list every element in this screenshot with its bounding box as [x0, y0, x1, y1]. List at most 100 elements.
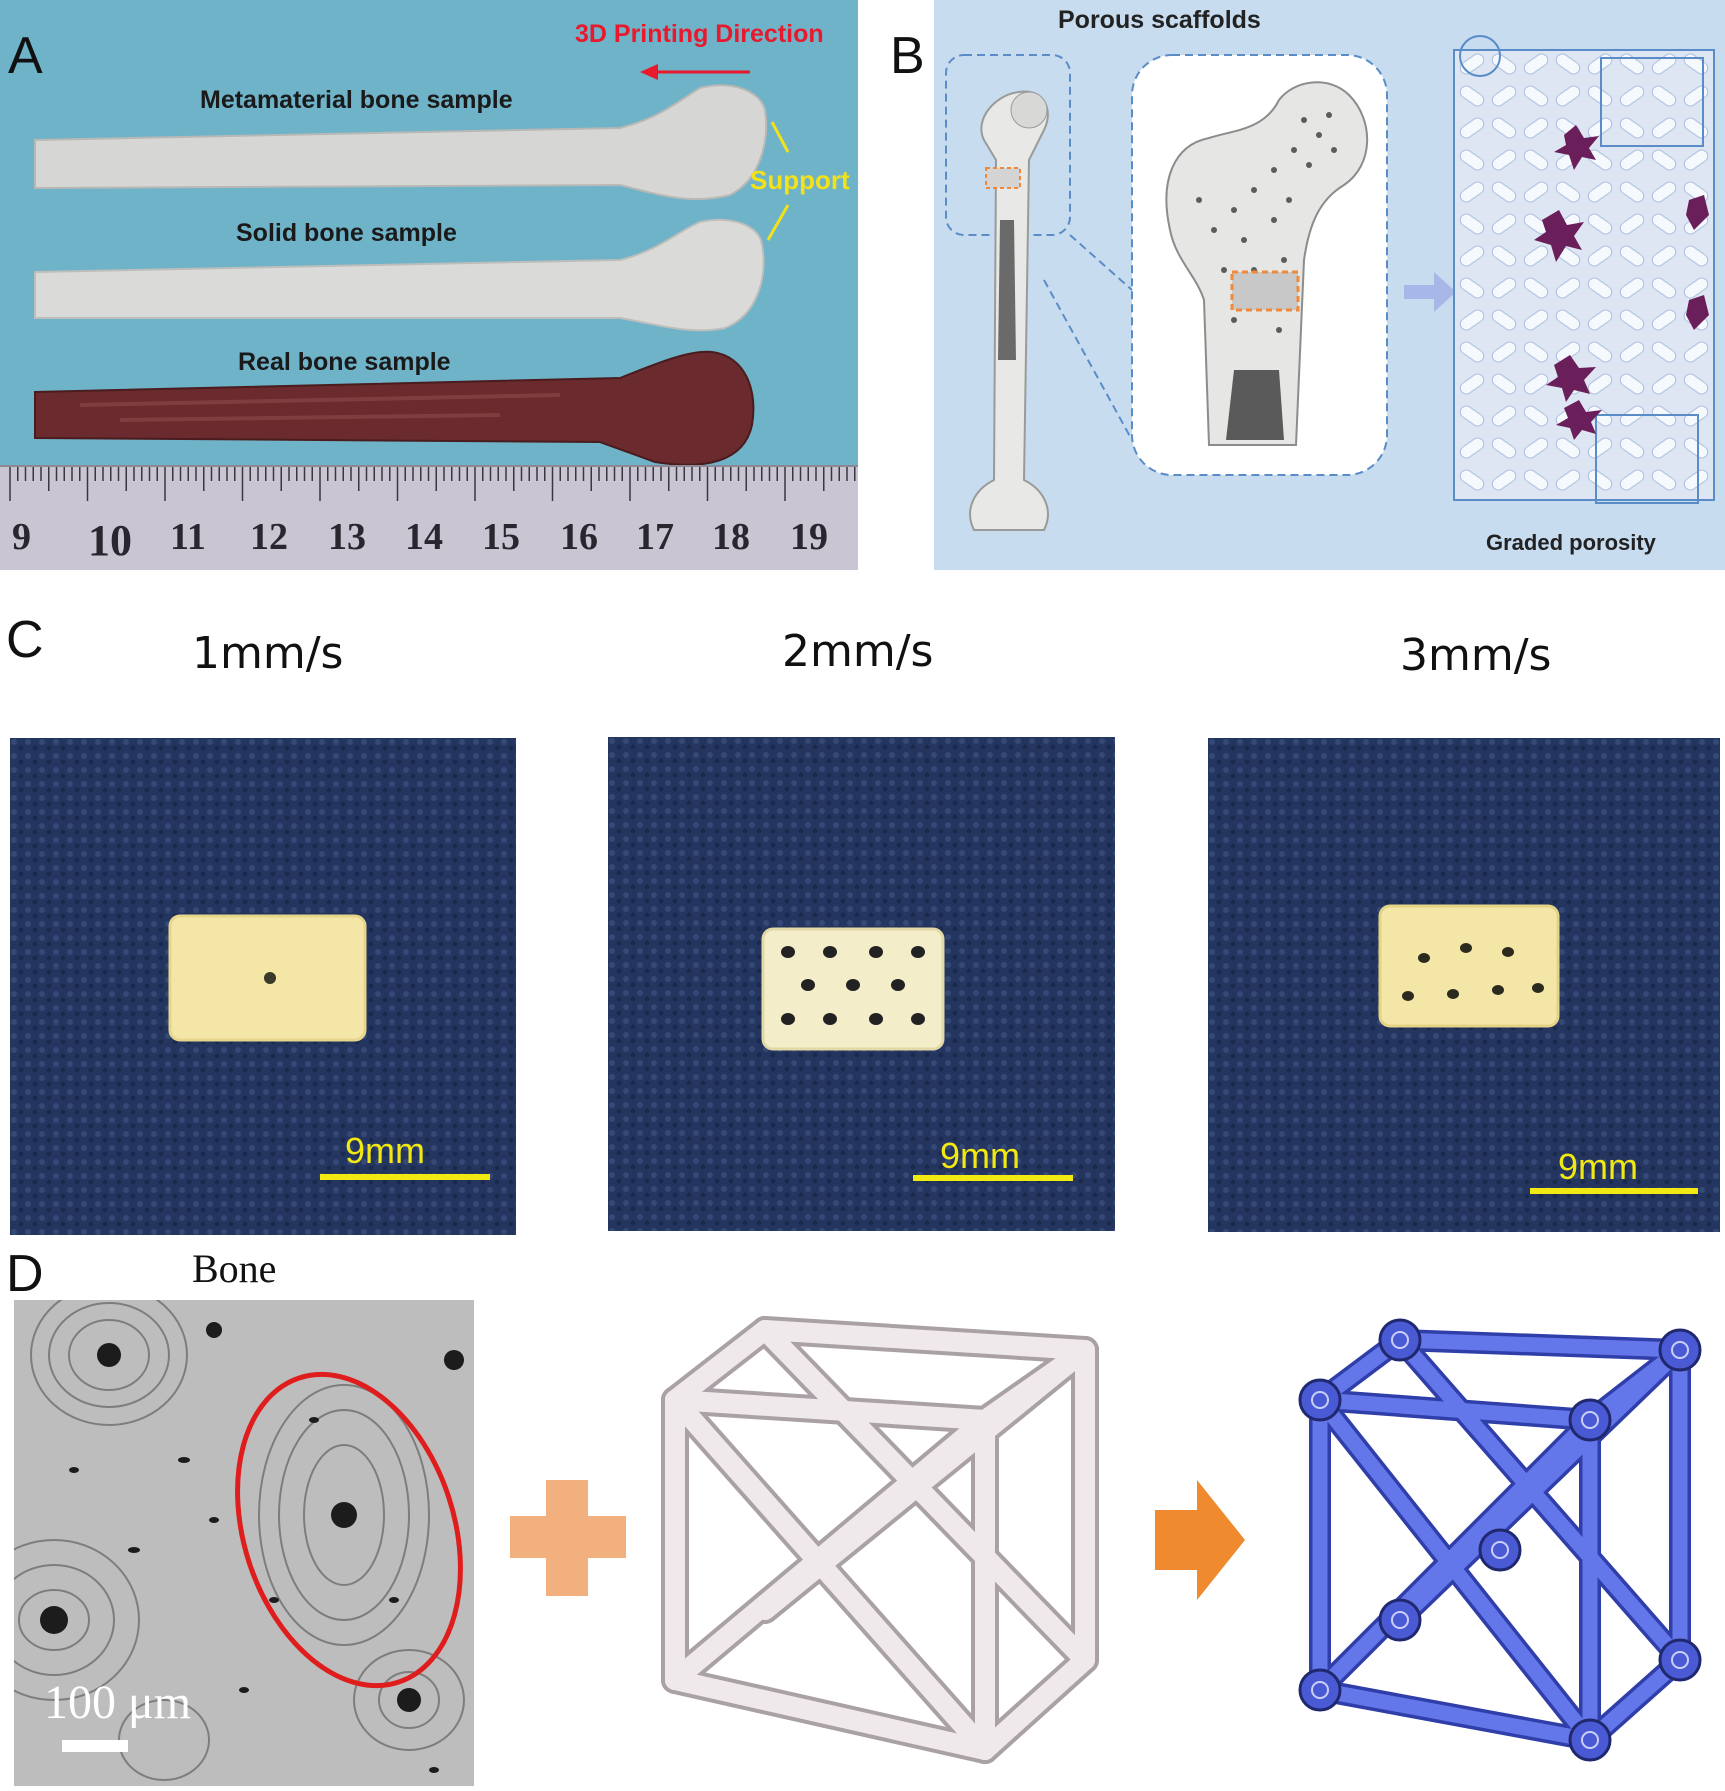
lattice-strut — [1555, 309, 1581, 331]
real-label: Real bone sample — [238, 348, 451, 376]
lattice-strut — [1555, 341, 1581, 363]
scaffold-pores — [781, 946, 925, 1025]
lattice-strut — [1619, 437, 1645, 459]
lattice-strut — [1523, 373, 1549, 395]
panel-b-letter: B — [890, 27, 925, 85]
panel-a-letter: A — [8, 27, 43, 85]
lattice-strut — [1651, 277, 1677, 299]
micro-scale-label: 100 μm — [44, 1676, 192, 1729]
lattice-strut — [1651, 309, 1677, 331]
lattice-strut — [1491, 213, 1517, 235]
lattice-strut — [1619, 213, 1645, 235]
lattice-strut — [1651, 213, 1677, 235]
scale-label: 9mm — [940, 1135, 1020, 1176]
lattice-strut — [1555, 85, 1581, 107]
metamaterial-bone — [34, 84, 768, 201]
speed-label-1: 1mm/s — [192, 628, 344, 679]
lattice-strut — [1619, 85, 1645, 107]
lattice-strut — [1587, 181, 1613, 203]
graded-porosity-lattice — [1453, 49, 1715, 501]
lattice-strut — [1683, 277, 1709, 299]
cell-icon — [1546, 355, 1596, 402]
lattice-strut — [1619, 117, 1645, 139]
lattice-strut — [1683, 469, 1709, 491]
lattice-strut — [1491, 437, 1517, 459]
solid-bone — [34, 218, 765, 332]
scale-label: 9mm — [345, 1130, 425, 1171]
scaffold-photo-3mm: 9mm — [1208, 738, 1720, 1232]
lattice-strut — [1459, 149, 1485, 171]
lattice-strut — [1683, 149, 1709, 171]
osteon-rings — [14, 1300, 474, 1786]
lattice-strut — [1683, 117, 1709, 139]
metamaterial-label: Metamaterial bone sample — [200, 86, 513, 114]
panel-d-letter: D — [6, 1245, 44, 1303]
lattice-strut — [1555, 277, 1581, 299]
leather-texture — [1208, 738, 1720, 1232]
support-arrow-bottom — [766, 204, 790, 241]
lattice-strut — [1683, 437, 1709, 459]
lattice-strut — [1523, 117, 1549, 139]
lattice-strut — [1619, 245, 1645, 267]
lattice-strut — [1651, 469, 1677, 491]
panel-a-photo: 3D Printing Direction Metamaterial bone … — [0, 0, 858, 570]
lattice-strut — [1491, 373, 1517, 395]
lattice-strut — [1619, 149, 1645, 171]
ruler-number: 18 — [712, 516, 750, 558]
ruler-ticks — [9, 467, 856, 501]
bone-micrograph: 100 μm — [14, 1300, 474, 1786]
lattice-strut — [1491, 245, 1517, 267]
bone-samples-illustration — [34, 64, 790, 466]
lattice-strut — [1459, 213, 1485, 235]
ruler: 9 10 11 12 13 14 15 16 17 18 19 — [0, 465, 858, 570]
ruler-number: 12 — [250, 516, 288, 558]
lattice-strut — [1491, 469, 1517, 491]
lattice-strut — [1619, 341, 1645, 363]
lattice-strut — [1491, 181, 1517, 203]
ruler-number: 11 — [170, 516, 206, 558]
cell-icon — [1554, 125, 1599, 170]
femur-diagram — [945, 35, 1715, 531]
micro-scale-bar — [62, 1740, 128, 1752]
lattice-strut — [1555, 437, 1581, 459]
speed-label-2: 2mm/s — [782, 626, 934, 677]
lattice-strut — [1523, 469, 1549, 491]
solid-label: Solid bone sample — [236, 219, 457, 247]
cell-icon — [1686, 295, 1709, 330]
lattice-strut — [1587, 213, 1613, 235]
lattice-strut — [1459, 341, 1485, 363]
lattice-strut — [1523, 85, 1549, 107]
lattice-strut — [1587, 309, 1613, 331]
lattice-strut — [1523, 405, 1549, 427]
lattice-strut — [1683, 373, 1709, 395]
lattice-strut — [1491, 341, 1517, 363]
plus-icon — [510, 1480, 626, 1596]
ruler-number: 17 — [636, 516, 674, 558]
lattice-strut — [1459, 405, 1485, 427]
ruler-number: 19 — [790, 516, 828, 558]
lattice-strut — [1523, 149, 1549, 171]
blue-lattice-unit-cell — [1298, 1318, 1702, 1762]
lattice-strut — [1523, 309, 1549, 331]
lattice-strut — [1651, 117, 1677, 139]
lattice-strut — [1651, 181, 1677, 203]
lattice-strut — [1491, 117, 1517, 139]
lattice-strut — [1523, 245, 1549, 267]
lattice-strut — [1491, 85, 1517, 107]
support-label: Support — [750, 165, 850, 195]
leather-texture — [10, 738, 516, 1235]
lattice-strut — [1523, 437, 1549, 459]
scaffold-photo-1mm: 9mm — [10, 738, 516, 1235]
lattice-strut — [1523, 181, 1549, 203]
ruler-number: 14 — [405, 516, 443, 558]
lattice-strut — [1587, 277, 1613, 299]
print-direction-arrowhead — [640, 64, 658, 80]
ruler-number: 9 — [12, 516, 31, 558]
lattice-strut — [1491, 149, 1517, 171]
lattice-strut — [1459, 277, 1485, 299]
lattice-strut — [1619, 373, 1645, 395]
bone-title: Bone — [192, 1246, 277, 1291]
cell-icon — [1556, 400, 1602, 440]
lattice-strut — [1459, 181, 1485, 203]
lattice-strut — [1459, 117, 1485, 139]
